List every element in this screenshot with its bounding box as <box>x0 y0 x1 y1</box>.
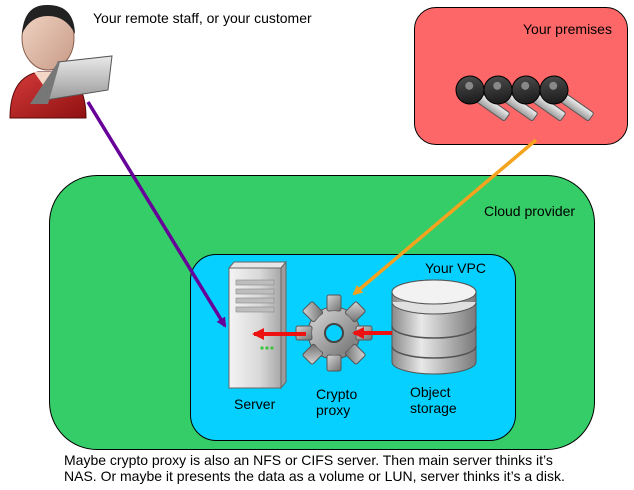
keys-icon <box>455 75 594 122</box>
crypto-proxy-label-line2: proxy <box>316 402 351 418</box>
crypto-proxy-label-line1: Crypto <box>316 386 358 402</box>
vpc-label: Your VPC <box>425 260 486 276</box>
cloud-provider-label: Cloud provider <box>484 203 576 219</box>
server-tower-icon <box>227 260 288 390</box>
caption-line-2: NAS. Or maybe it presents the data as a … <box>64 468 565 484</box>
person-laptop-icon <box>9 4 113 119</box>
keys-to-proxy-arrow <box>352 138 538 296</box>
premises-label: Your premises <box>523 21 612 37</box>
user-to-server-arrow <box>86 101 227 328</box>
database-icon <box>391 279 477 375</box>
object-storage-label-line1: Object <box>410 384 451 400</box>
caption-line-1: Maybe crypto proxy is also an NFS or CIF… <box>64 452 553 468</box>
server-label: Server <box>234 396 276 412</box>
premises-region <box>414 7 628 145</box>
object-storage-label-line2: storage <box>410 400 457 416</box>
caption: Maybe crypto proxy is also an NFS or CIF… <box>64 452 624 484</box>
remote-staff-label: Your remote staff, or your customer <box>93 10 312 26</box>
